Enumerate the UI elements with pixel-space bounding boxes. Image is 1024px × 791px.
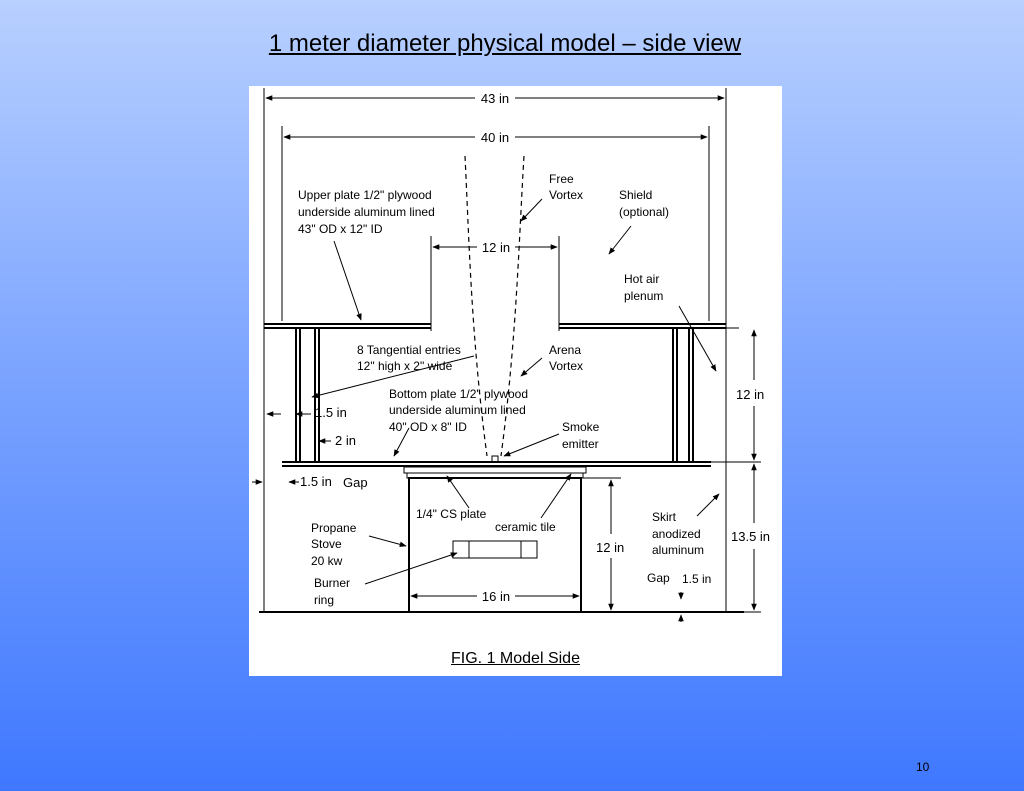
label-tangential-entries: 8 Tangential entries 12" high x 2" wide <box>357 343 464 373</box>
vortex-lines <box>464 155 525 457</box>
label-arena-vortex: Arena Vortex <box>549 343 584 373</box>
dim-outer-width: 43 in <box>481 91 509 106</box>
figure-panel: 43 in 40 in 12 in 12 in 13.5 in 12 in 16… <box>249 86 782 676</box>
figure-caption: FIG. 1 Model Side <box>451 650 580 667</box>
dim-stove-width: 16 in <box>482 589 510 604</box>
dim-gap-right-word: Gap <box>647 571 670 585</box>
dim-gap-left: 1.5 in <box>300 474 332 489</box>
slide-title: 1 meter diameter physical model – side v… <box>268 30 742 57</box>
label-smoke-emitter: Smoke emitter <box>562 420 603 451</box>
label-shield: Shield (optional) <box>619 188 669 219</box>
label-free-vortex: Free Vortex <box>549 172 583 202</box>
dimension-arrows <box>252 95 757 622</box>
label-skirt: Skirt anodized aluminum <box>652 510 704 557</box>
dim-opening-width: 12 in <box>482 240 510 255</box>
dim-gap-right: 1.5 in <box>682 572 711 586</box>
dim-plenum-height: 12 in <box>736 387 764 402</box>
label-burner-ring: Burner ring <box>314 576 353 607</box>
model-side-diagram: 43 in 40 in 12 in 12 in 13.5 in 12 in 16… <box>252 88 770 622</box>
dim-post-width: 2 in <box>335 433 356 448</box>
dim-wall-spacing: 1.5 in <box>315 405 347 420</box>
leader-arrows <box>311 198 720 585</box>
label-ceramic-tile: ceramic tile <box>495 520 556 534</box>
label-propane-stove: Propane Stove 20 kw <box>311 521 360 568</box>
dim-stove-height: 12 in <box>596 540 624 555</box>
label-hot-air-plenum: Hot air plenum <box>624 272 663 303</box>
label-upper-plate: Upper plate 1/2" plywood underside alumi… <box>298 188 438 236</box>
label-bottom-plate: Bottom plate 1/2" plywood underside alum… <box>389 387 531 434</box>
dim-gap-left-word: Gap <box>343 475 368 490</box>
page-number: 10 <box>916 760 930 774</box>
dim-skirt-height: 13.5 in <box>731 529 770 544</box>
label-cs-plate: 1/4" CS plate <box>416 507 487 521</box>
dim-inner-width: 40 in <box>481 130 509 145</box>
